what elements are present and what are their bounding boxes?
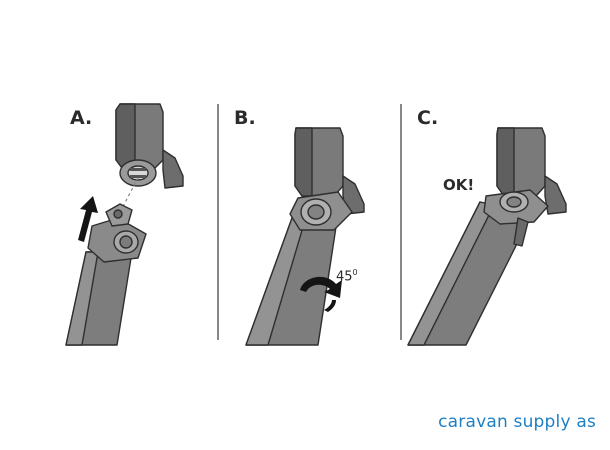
pole-b	[245, 191, 353, 346]
pole-c	[407, 189, 549, 346]
pole-a	[65, 203, 147, 346]
bracket-b	[294, 127, 365, 215]
panel-a	[65, 103, 184, 346]
panel-c	[407, 127, 567, 346]
brand-logo-text: caravan supply as	[438, 412, 596, 432]
angle-unit: 0	[352, 268, 358, 277]
angle-value: 45	[336, 269, 353, 285]
step-label-a: A.	[70, 107, 93, 129]
rotate-arrow-icon	[300, 276, 342, 312]
panel-b	[245, 127, 365, 346]
step-label-b: B.	[234, 107, 256, 129]
rotation-angle-label: 450	[336, 268, 358, 284]
step-label-c: C.	[417, 107, 439, 129]
ok-label: OK!	[443, 176, 475, 194]
up-arrow-icon	[78, 196, 98, 242]
bracket-a	[115, 103, 184, 189]
